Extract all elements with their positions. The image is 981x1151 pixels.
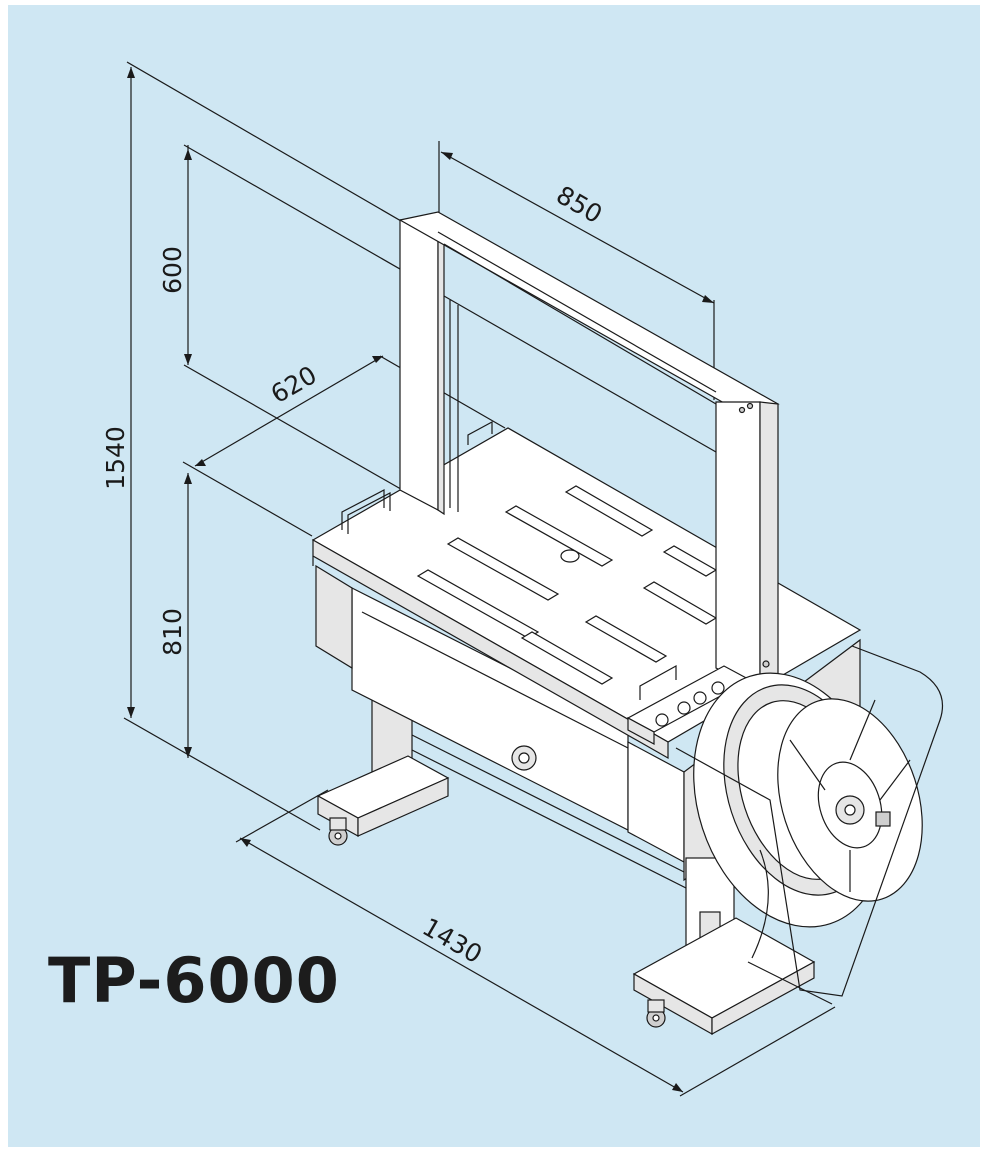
dim-table-height: 810 xyxy=(158,608,187,656)
machine-illustration xyxy=(311,211,944,1036)
strap-coil xyxy=(693,672,923,928)
dim-arch-height: 600 xyxy=(158,246,187,294)
dim-table-depth: 620 xyxy=(266,360,322,409)
dim-overall-length: 1430 xyxy=(417,912,487,969)
dim-overall-height: 1540 xyxy=(101,426,130,490)
dim-arch-width: 850 xyxy=(551,180,607,229)
model-title: TP-6000 xyxy=(48,944,340,1017)
